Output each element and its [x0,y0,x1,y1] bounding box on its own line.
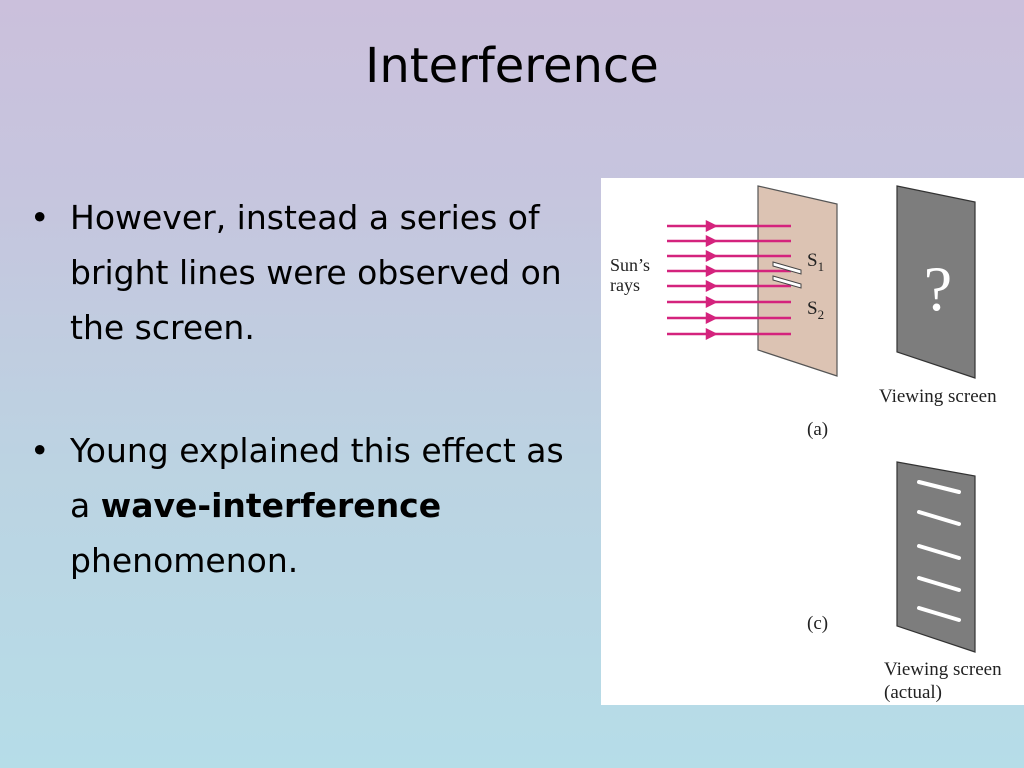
bullet-dot: • [30,198,50,237]
panel-a-label: (a) [807,419,828,440]
double-slit-figure: Sun’s rays S1 S2 ? Viewing screen (a) (c… [601,178,1024,705]
bullet-item: • However, instead a series of bright li… [30,190,590,355]
bullet-text-pre: Young explained this effect as a [70,431,564,525]
rays-label-line2: rays [610,275,640,295]
slide-title: Interference [365,38,659,94]
slit-barrier [757,185,838,377]
screen-c-label-line2: (actual) [884,682,942,703]
fringe [917,544,961,560]
slit-2 [772,275,802,289]
fringe [917,576,961,592]
viewing-screen-c [896,461,976,653]
panel-c-label: (c) [807,613,828,634]
screen-c-label-line1: Viewing screen [884,659,1002,680]
slit1-label: S1 [807,250,824,274]
rays-label-line1: Sun’s [610,255,650,275]
bullet-text: However, instead a series of bright line… [70,198,562,347]
viewing-screen-a [896,185,976,379]
bullet-dot: • [30,431,50,470]
slit-1 [772,261,802,275]
fringe [917,480,961,494]
slits [772,261,802,289]
sun-rays [667,219,791,341]
bullet-item: • Young explained this effect as a wave-… [30,423,590,588]
slit2-label: S2 [807,298,824,322]
bullet-text-bold: wave-interference [100,486,442,525]
interference-fringes [917,480,961,622]
double-slit-diagram: Sun’s rays S1 S2 ? Viewing screen (a) (c… [610,185,1002,703]
fringe [917,606,961,622]
screen-a-label: Viewing screen [879,386,997,407]
question-mark: ? [924,253,952,324]
bullet-list: • However, instead a series of bright li… [30,190,590,656]
bullet-text-post: phenomenon. [70,541,299,580]
fringe [917,510,961,526]
